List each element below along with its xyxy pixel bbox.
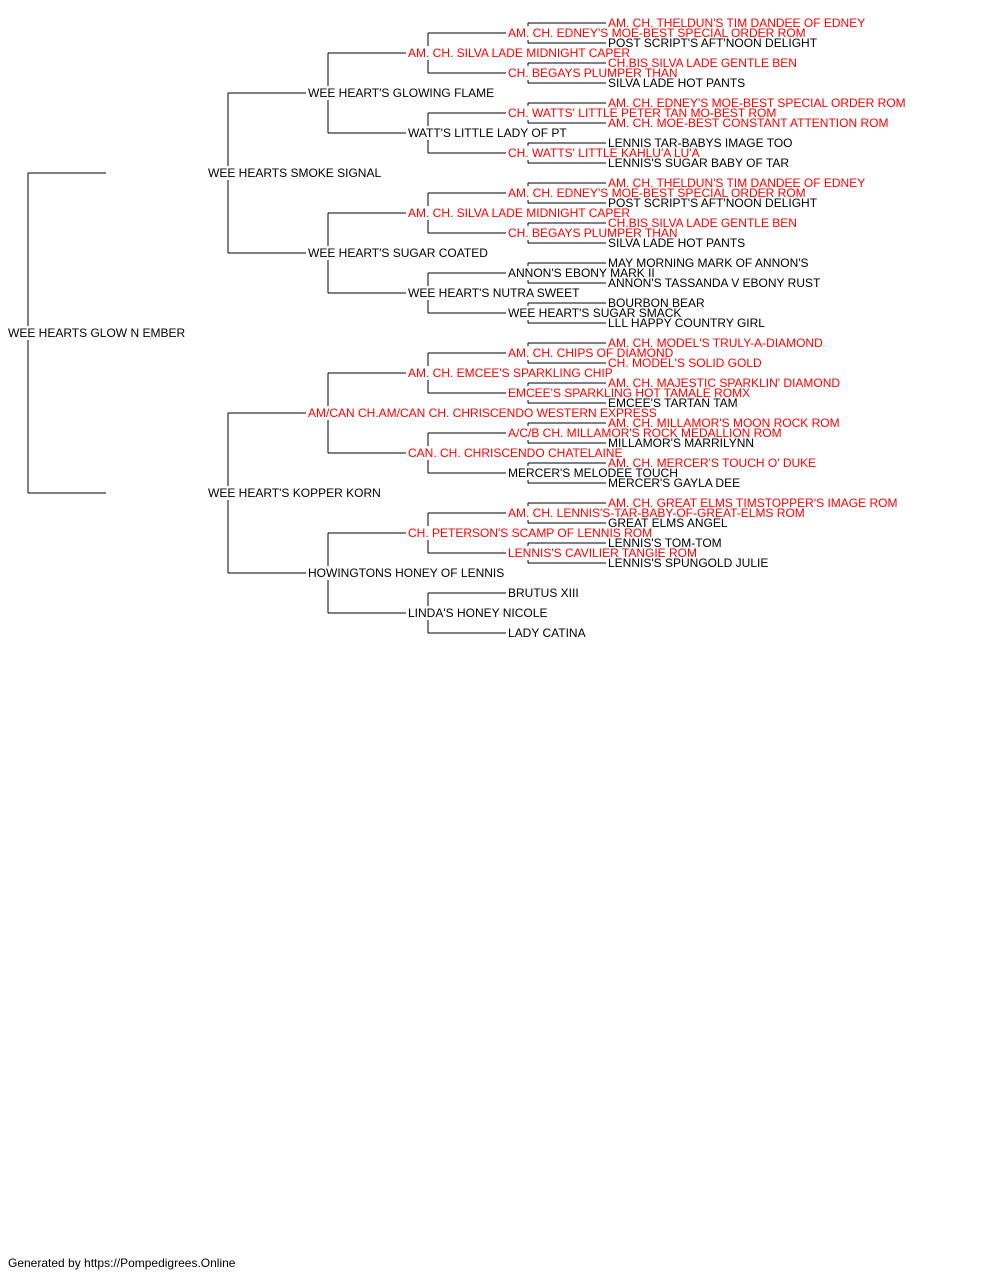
dog-name-gen3: CH. PETERSON'S SCAMP OF LENNIS ROM xyxy=(408,526,652,540)
dog-name-gen4: ANNON'S EBONY MARK II xyxy=(508,266,655,280)
dog-name-gen4: CH. WATTS' LITTLE PETER TAN MO-BEST ROM xyxy=(508,106,776,120)
dog-name-gen4: CH. WATTS' LITTLE KAHLU'A LU'A xyxy=(508,146,700,160)
dog-name-gen4: BRUTUS XIII xyxy=(508,586,579,600)
dog-name-gen5: LLL HAPPY COUNTRY GIRL xyxy=(608,316,765,330)
dog-name-gen3: WATT'S LITTLE LADY OF PT xyxy=(408,126,567,140)
dog-name-gen3: AM. CH. SILVA LADE MIDNIGHT CAPER xyxy=(408,46,630,60)
dog-name-gen3: AM. CH. EMCEE'S SPARKLING CHIP xyxy=(408,366,613,380)
dog-name-gen4: AM. CH. EDNEY'S MOE-BEST SPECIAL ORDER R… xyxy=(508,26,806,40)
dog-name-gen5: AM. CH. EDNEY'S MOE-BEST SPECIAL ORDER R… xyxy=(608,96,906,110)
dog-name-gen2: AM/CAN CH.AM/CAN CH. CHRISCENDO WESTERN … xyxy=(308,406,657,420)
dog-name-gen4: MERCER'S MELODEE TOUCH xyxy=(508,466,678,480)
dog-name-gen5: CH.BIS SILVA LADE GENTLE BEN xyxy=(608,216,797,230)
dog-name-gen4: LADY CATINA xyxy=(508,626,586,640)
dog-name-gen5: LENNIS'S SPUNGOLD JULIE xyxy=(608,556,768,570)
dog-name-gen3: CAN. CH. CHRISCENDO CHATELAINE xyxy=(408,446,622,460)
dog-name-gen3: LINDA'S HONEY NICOLE xyxy=(408,606,547,620)
dog-name-gen5: POST SCRIPT'S AFT'NOON DELIGHT xyxy=(608,36,818,50)
dog-name-gen5: CH. MODEL'S SOLID GOLD xyxy=(608,356,762,370)
dog-name-gen5: AM. CH. GREAT ELMS TIMSTOPPER'S IMAGE RO… xyxy=(608,496,897,510)
dog-name-gen4: EMCEE'S SPARKLING HOT TAMALE ROMX xyxy=(508,386,750,400)
dog-name-gen0: WEE HEARTS GLOW N EMBER xyxy=(8,326,185,340)
dog-name-gen5: LENNIS TAR-BABYS IMAGE TOO xyxy=(608,136,793,150)
dog-name-gen4: CH. BEGAYS PLUMPER THAN xyxy=(508,226,678,240)
dog-name-gen5: LENNIS'S SUGAR BABY OF TAR xyxy=(608,156,789,170)
dog-name-gen4: AM. CH. EDNEY'S MOE-BEST SPECIAL ORDER R… xyxy=(508,186,806,200)
dog-name-gen5: MAY MORNING MARK OF ANNON'S xyxy=(608,256,809,270)
dog-name-gen4: AM. CH. LENNIS'S-TAR-BABY-OF-GREAT-ELMS … xyxy=(508,506,805,520)
dog-name-gen1: WEE HEART'S KOPPER KORN xyxy=(208,486,381,500)
dog-name-gen5: ANNON'S TASSANDA V EBONY RUST xyxy=(608,276,821,290)
dog-name-gen5: AM. CH. THELDUN'S TIM DANDEE OF EDNEY xyxy=(608,16,865,30)
dog-name-gen5: AM. CH. MODEL'S TRULY-A-DIAMOND xyxy=(608,336,823,350)
dog-name-gen5: EMCEE'S TARTAN TAM xyxy=(608,396,738,410)
dog-name-gen5: GREAT ELMS ANGEL xyxy=(608,516,728,530)
dog-name-gen3: AM. CH. SILVA LADE MIDNIGHT CAPER xyxy=(408,206,630,220)
dog-name-gen2: WEE HEART'S GLOWING FLAME xyxy=(308,86,494,100)
dog-name-gen4: WEE HEART'S SUGAR SMACK xyxy=(508,306,681,320)
dog-name-gen3: WEE HEART'S NUTRA SWEET xyxy=(408,286,580,300)
dog-name-gen5: AM. CH. MILLAMOR'S MOON ROCK ROM xyxy=(608,416,840,430)
dog-name-gen5: SILVA LADE HOT PANTS xyxy=(608,236,745,250)
dog-name-gen5: POST SCRIPT'S AFT'NOON DELIGHT xyxy=(608,196,818,210)
dog-name-gen5: SILVA LADE HOT PANTS xyxy=(608,76,745,90)
dog-name-gen5: AM. CH. MAJESTIC SPARKLIN' DIAMOND xyxy=(608,376,840,390)
dog-name-gen2: WEE HEART'S SUGAR COATED xyxy=(308,246,488,260)
dog-name-gen2: HOWINGTONS HONEY OF LENNIS xyxy=(308,566,504,580)
dog-name-gen5: AM. CH. THELDUN'S TIM DANDEE OF EDNEY xyxy=(608,176,865,190)
dog-name-gen4: A/C/B CH. MILLAMOR'S ROCK MEDALLION ROM xyxy=(508,426,782,440)
dog-name-gen1: WEE HEARTS SMOKE SIGNAL xyxy=(208,166,381,180)
dog-name-gen5: LENNIS'S TOM-TOM xyxy=(608,536,722,550)
dog-name-gen5: AM. CH. MOE-BEST CONSTANT ATTENTION ROM xyxy=(608,116,888,130)
dog-name-gen4: AM. CH. CHIPS OF DIAMOND xyxy=(508,346,674,360)
dog-name-gen4: LENNIS'S CAVILIER TANGIE ROM xyxy=(508,546,697,560)
dog-name-gen5: MERCER'S GAYLA DEE xyxy=(608,476,740,490)
footer-credit: Generated by https://Pompedigrees.Online xyxy=(8,1256,236,1270)
dog-name-gen4: CH. BEGAYS PLUMPER THAN xyxy=(508,66,678,80)
dog-name-gen5: MILLAMOR'S MARRILYNN xyxy=(608,436,754,450)
dog-name-gen5: BOURBON BEAR xyxy=(608,296,705,310)
dog-name-gen5: CH.BIS SILVA LADE GENTLE BEN xyxy=(608,56,797,70)
dog-name-gen5: AM. CH. MERCER'S TOUCH O' DUKE xyxy=(608,456,816,470)
